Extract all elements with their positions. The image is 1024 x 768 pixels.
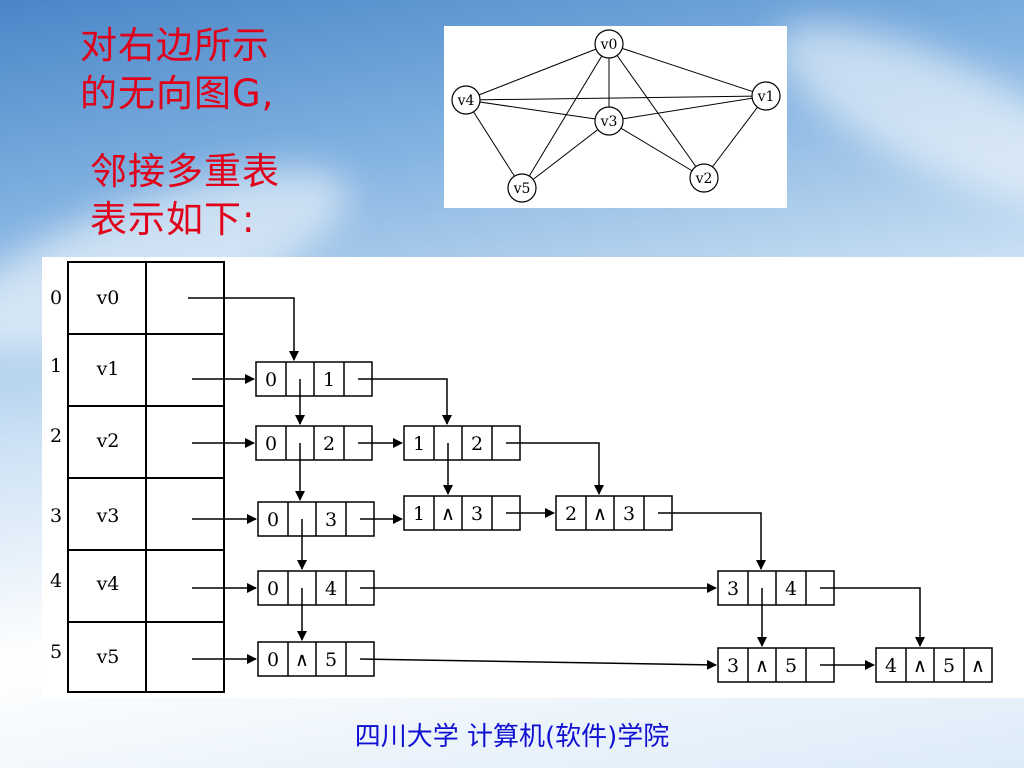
jvex: 3: [325, 509, 337, 531]
row-index: 0: [50, 287, 62, 309]
ivex: 4: [885, 655, 897, 677]
jvex: 2: [471, 433, 483, 455]
background-streak: [753, 0, 1024, 241]
ivex: 0: [267, 509, 279, 531]
ivex: 0: [265, 369, 277, 391]
jvex: 2: [323, 433, 335, 455]
row-index: 1: [50, 355, 62, 377]
null-link: ∧: [913, 655, 927, 677]
edge-node-0-2: [255, 425, 373, 461]
intro-line: 邻接多重表: [90, 150, 280, 193]
graph-edge: [465, 43, 610, 101]
graph-node: [507, 173, 537, 203]
vertex-label: v5: [96, 646, 120, 668]
vertex-label: v3: [96, 505, 120, 527]
graph-edge: [608, 43, 767, 97]
null-link: ∧: [755, 655, 769, 677]
vertex-label: v1: [96, 358, 120, 380]
ivex: 3: [727, 655, 739, 677]
row-index: 3: [50, 505, 62, 527]
graph-node-label: v1: [757, 89, 775, 105]
null-link: ∧: [971, 655, 985, 677]
jvex: 5: [325, 649, 337, 671]
vertex-label: v2: [96, 430, 120, 452]
null-link: ∧: [295, 649, 309, 671]
pointer-arrow: [820, 587, 925, 647]
graph-edge: [465, 99, 610, 122]
jvex: 5: [785, 655, 797, 677]
ivex: 2: [565, 503, 577, 525]
graph-node-label: v0: [600, 37, 618, 53]
vertex-table: [67, 261, 225, 693]
graph-node: [594, 29, 624, 59]
jvex: 1: [323, 369, 335, 391]
graph-edge: [465, 99, 523, 189]
ivex: 1: [413, 503, 425, 525]
row-index: 4: [50, 570, 62, 592]
vertex-label: v4: [96, 573, 120, 595]
graph-edge: [608, 43, 705, 179]
adjacency-multilist: 0 1 2 3 4 5 v0 v1 v2 v3 v4 v5: [42, 257, 1024, 698]
pointer-arrow: [188, 297, 299, 361]
row-index: 5: [50, 641, 62, 663]
vertex-label: v0: [96, 287, 120, 309]
undirected-graph: v0 v1 v2 v3 v4 v5: [444, 26, 787, 208]
intro-line: 的无向图G,: [80, 72, 275, 115]
graph-edge: [521, 43, 610, 189]
footer-caption: 四川大学 计算机(软件)学院: [354, 722, 670, 752]
graph-node-label: v2: [695, 171, 713, 187]
graph-edge: [703, 95, 767, 179]
intro-line: 表示如下:: [90, 198, 256, 241]
graph-edge: [608, 120, 705, 179]
graph-edge: [465, 95, 767, 101]
ivex: 0: [265, 433, 277, 455]
graph-edge: [608, 95, 767, 122]
pointer-arrow: [358, 378, 452, 425]
jvex: 3: [623, 503, 635, 525]
null-link: ∧: [441, 503, 455, 525]
row-index: 2: [50, 425, 62, 447]
jvex: 3: [471, 503, 483, 525]
ivex: 0: [267, 578, 279, 600]
ivex: 3: [727, 578, 739, 600]
pointer-arrow: [359, 658, 717, 670]
graph-node-label: v3: [600, 114, 618, 130]
graph-node: [451, 85, 481, 115]
null-link: ∧: [593, 503, 607, 525]
intro-line: 对右边所示: [80, 24, 270, 67]
edge-node-4-5: [875, 647, 993, 683]
jvex: 4: [325, 578, 337, 600]
graph-node: [751, 81, 781, 111]
graph-node-label: v5: [513, 181, 531, 197]
pointer-arrow: [506, 442, 604, 495]
ivex: 0: [267, 649, 279, 671]
ivex: 1: [413, 433, 425, 455]
graph-edge: [521, 120, 610, 189]
jvex: 4: [785, 578, 797, 600]
graph-node: [689, 163, 719, 193]
graph-node-label: v4: [457, 93, 475, 109]
jvex: 5: [943, 655, 955, 677]
pointer-arrow: [658, 512, 766, 570]
graph-node: [594, 106, 624, 136]
